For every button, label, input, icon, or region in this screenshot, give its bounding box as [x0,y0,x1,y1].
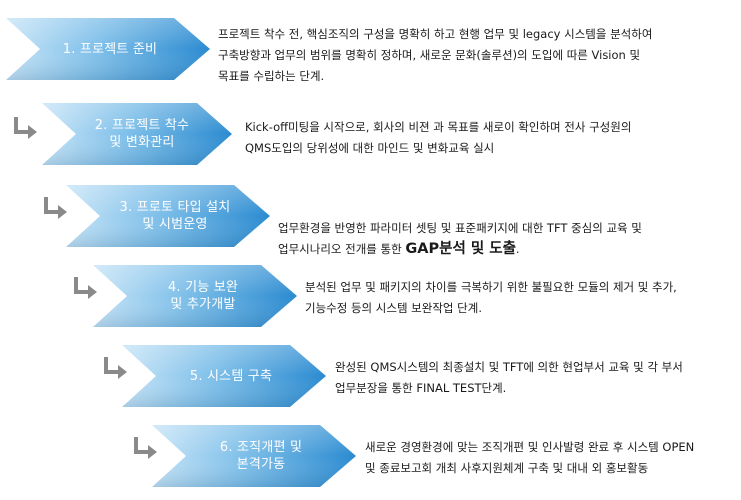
step-5-bent-arrow-icon [104,357,127,379]
step-6-chevron [152,425,356,487]
step-1-description: 프로젝트 착수 전, 핵심조직의 구성을 명확히 하고 현행 업무 및 lega… [218,27,653,83]
step-3-description: 업무환경을 반영한 파라미터 셋팅 및 표준패키지에 대한 TFT 중심의 교육… [278,197,738,260]
step-6-bent-arrow-icon [134,437,157,459]
step-6-label: 6. 조직개편 및 본격가동 [219,440,303,472]
step-4-description: 분석된 업무 및 패키지의 차이를 극복하기 위한 불필요한 모듈의 제거 및 … [305,280,677,315]
step-4-chevron [93,265,297,327]
step-3-desc-line1: 업무환경을 반영한 파라미터 셋팅 및 표준패키지에 대한 TFT 중심의 교육… [278,221,642,235]
step-3-desc-line2-prefix: 업무시나리오 전개를 통한 [278,242,406,256]
step-3: 3. 프로토 타입 설치 및 시범운영 업무환경을 반영한 파라미터 셋팅 및 … [0,0,741,257]
step-2-bent-arrow-icon [14,117,37,139]
step-3-label: 3. 프로토 타입 설치 및 시범운영 [119,200,231,232]
step-4-label: 4. 기능 보완 및 추가개발 [167,280,239,312]
step-5-description: 완성된 QMS시스템의 최종설치 및 TFT에 의한 현업부서 교육 및 각 부… [335,360,683,395]
step-6: 6. 조직개편 및 본격가동 새로운 경영환경에 맞는 조직개편 및 인사발령 … [0,0,741,487]
step-2-chevron [42,103,232,165]
step-4-bent-arrow-icon [74,277,97,299]
step-1-label: 1. 프로젝트 준비 [62,41,158,57]
step-3-bent-arrow-icon [44,197,67,219]
step-5-chevron [122,345,326,407]
step-6-description: 새로운 경영환경에 맞는 조직개편 및 인사발령 완료 후 시스템 OPEN 및… [365,440,695,475]
step-5: 5. 시스템 구축 완성된 QMS시스템의 최종설치 및 TFT에 의한 현업부… [0,0,741,407]
step-3-desc-emphasis: GAP분석 및 도출 [405,241,516,257]
step-2-label: 2. 프로젝트 착수 및 변화관리 [94,118,190,150]
step-3-chevron [66,185,270,247]
step-2: 2. 프로젝트 착수 및 변화관리 Kick-off미팅을 시작으로, 회사의 … [0,0,741,165]
step-3-desc-line2-suffix: . [515,242,520,256]
step-2-description: Kick-off미팅을 시작으로, 회사의 비젼 과 목표를 새로이 확인하며 … [245,120,632,155]
step-4: 4. 기능 보완 및 추가개발 분석된 업무 및 패키지의 차이를 극복하기 위… [0,0,741,327]
step-1: 1. 프로젝트 준비 프로젝트 착수 전, 핵심조직의 구성을 명확히 하고 현… [0,0,741,83]
step-5-label: 5. 시스템 구축 [189,368,273,384]
step-1-chevron [6,18,210,80]
